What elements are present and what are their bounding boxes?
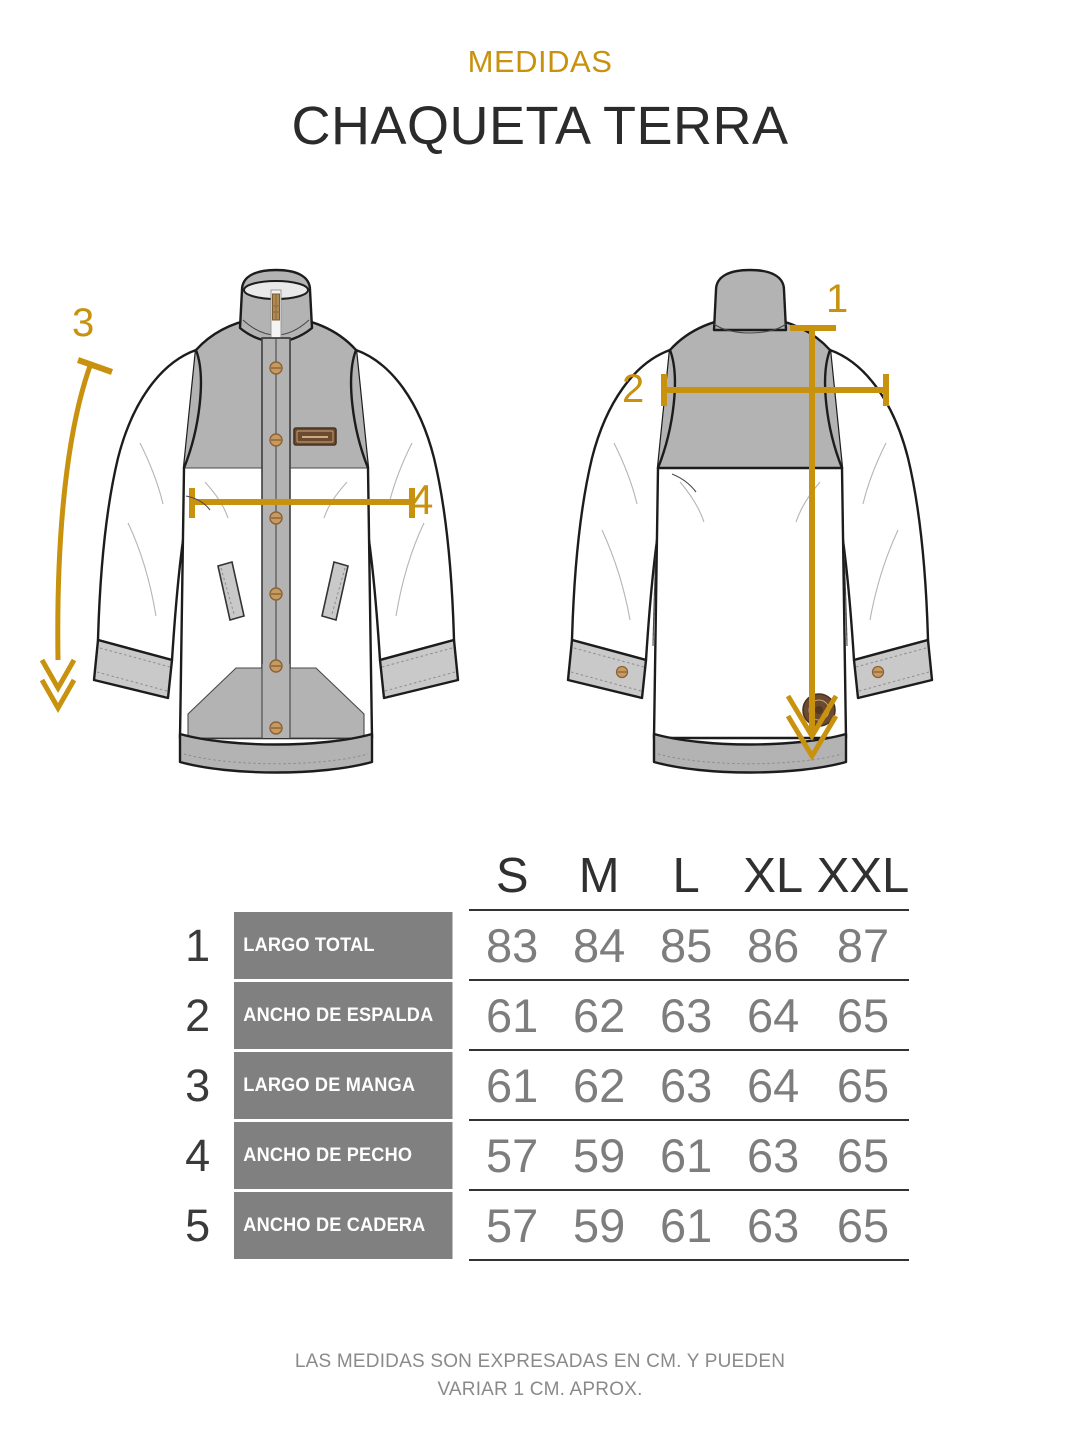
measure-label-4: 4	[410, 476, 433, 523]
footer-line-1: LAS MEDIDAS SON EXPRESADAS EN CM. Y PUED…	[294, 1351, 786, 1372]
cell-2-xl: 64	[729, 979, 817, 1050]
cell-2-xxl: 65	[816, 979, 910, 1050]
cuff-right-back	[852, 638, 934, 700]
row-label-ancho-de-cadera: ANCHO DE CADERA	[233, 1188, 453, 1262]
cuff-right	[378, 638, 460, 700]
measure-label-3: 3	[72, 301, 94, 345]
brand-patch-icon	[293, 427, 337, 446]
snap-buttons	[269, 361, 283, 735]
back-jacket-drawing: 2 1	[566, 268, 934, 774]
page-title: CHAQUETA TERRA	[291, 96, 789, 156]
size-header-xl: XL	[743, 849, 804, 903]
cell-3-l: 63	[642, 1049, 730, 1120]
measure-line-2	[661, 374, 889, 406]
cell-5-xl: 63	[729, 1189, 817, 1261]
table-row: 4 ANCHO DE PECHO 57 59 61 63 65	[171, 1118, 910, 1192]
page-header: MEDIDAS CHAQUETA TERRA	[0, 0, 1080, 153]
cell-4-s: 57	[468, 1119, 556, 1190]
cell-3-xl: 64	[729, 1049, 817, 1120]
cell-3-m: 62	[555, 1049, 643, 1120]
cell-5-s: 57	[468, 1189, 556, 1261]
size-table-wrapper: S M L XL XXL 1 LARGO TOTAL 83 84 85 86 8…	[0, 852, 1080, 1262]
row-label-ancho-de-espalda: ANCHO DE ESPALDA	[233, 978, 453, 1052]
cell-1-l: 85	[642, 909, 730, 980]
cell-1-m: 84	[555, 909, 643, 980]
row-number-1: 1	[185, 919, 211, 971]
table-row: 3 LARGO DE MANGA 61 62 63 64 65	[171, 1048, 910, 1122]
table-row: 2 ANCHO DE ESPALDA 61 62 63 64 65	[171, 978, 910, 1052]
zipper-pull-icon	[272, 293, 280, 321]
cell-5-xxl: 65	[816, 1189, 910, 1261]
measure-label-1: 1	[826, 277, 848, 321]
welt-pocket-right	[321, 560, 349, 622]
garment-illustrations: .ink{fill:none;stroke:#1c1c1c;stroke-wid…	[0, 268, 1080, 813]
cuff-left	[92, 638, 174, 700]
cell-5-m: 59	[555, 1189, 643, 1261]
measure-line-3	[39, 357, 113, 714]
footer-line-2: VARIAR 1 CM. APROX.	[437, 1378, 643, 1400]
cell-4-l: 61	[642, 1119, 730, 1190]
header-label-spacer	[234, 852, 453, 910]
size-header-l: L	[672, 849, 700, 903]
cell-4-m: 59	[555, 1119, 643, 1190]
cell-5-l: 61	[642, 1189, 730, 1261]
size-header-s: S	[495, 849, 529, 903]
row-number-2: 2	[185, 989, 211, 1041]
row-label-largo-total: LARGO TOTAL	[233, 908, 453, 982]
cuff-left-back	[566, 638, 648, 700]
cell-4-xl: 63	[729, 1119, 817, 1190]
cell-4-xxl: 65	[816, 1119, 910, 1190]
row-label-ancho-de-pecho: ANCHO DE PECHO	[233, 1118, 453, 1192]
measure-label-2: 2	[622, 367, 644, 411]
row-number-3: 3	[185, 1059, 211, 1111]
front-jacket-drawing: 4 3	[39, 268, 460, 774]
cell-1-s: 83	[468, 909, 556, 980]
measure-line-1	[785, 325, 839, 761]
cell-2-l: 63	[642, 979, 730, 1050]
table-row: 5 ANCHO DE CADERA 57 59 61 63 65	[171, 1188, 910, 1262]
size-header-xxl: XXL	[816, 849, 910, 903]
header-eyebrow: MEDIDAS	[467, 44, 613, 79]
row-label-largo-de-manga: LARGO DE MANGA	[233, 1048, 453, 1122]
cell-3-xxl: 65	[816, 1049, 910, 1120]
size-header-row: S M L XL XXL	[171, 849, 910, 910]
welt-pocket-left	[217, 560, 245, 622]
header-num-spacer	[171, 852, 234, 910]
size-table: S M L XL XXL 1 LARGO TOTAL 83 84 85 86 8…	[171, 852, 910, 1262]
row-number-5: 5	[185, 1199, 211, 1251]
cell-2-s: 61	[468, 979, 556, 1050]
row-number-4: 4	[185, 1129, 211, 1181]
measure-line-4	[185, 488, 415, 518]
footer-note: LAS MEDIDAS SON EXPRESADAS EN CM. Y PUED…	[0, 1348, 1080, 1403]
cell-1-xl: 86	[729, 909, 817, 980]
table-row: 1 LARGO TOTAL 83 84 85 86 87	[171, 908, 910, 982]
cell-1-xxl: 87	[816, 909, 910, 980]
cell-2-m: 62	[555, 979, 643, 1050]
cell-3-s: 61	[468, 1049, 556, 1120]
size-header-m: M	[578, 849, 620, 903]
